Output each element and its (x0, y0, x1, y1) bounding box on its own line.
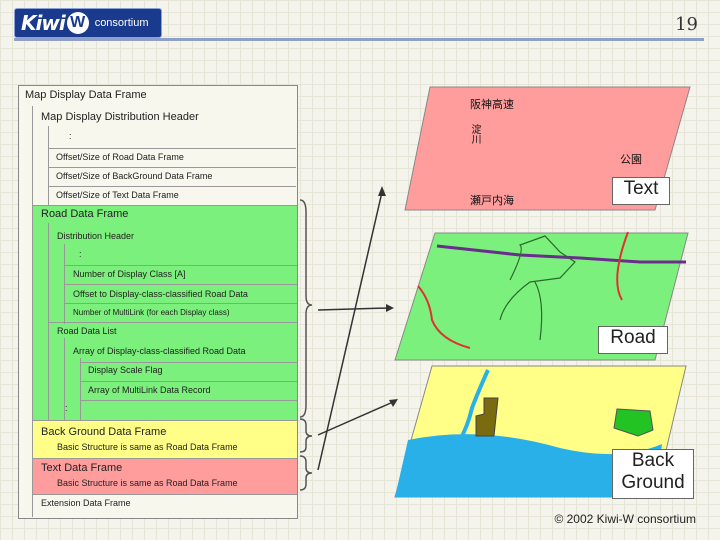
divider (48, 148, 296, 149)
logo-kiwi-text: Kiwi (21, 11, 66, 35)
text-layer-label: Text (612, 177, 670, 205)
road-data-frame (33, 205, 297, 420)
building-area (475, 397, 499, 437)
logo-consortium-text: consortium (94, 17, 149, 29)
text-frame-note: Basic Structure is same as Road Data Fra… (57, 478, 238, 488)
header-band (14, 38, 704, 41)
list-indent-line (64, 338, 65, 420)
highway-road (436, 244, 686, 264)
offset-background-label: Offset/Size of BackGround Data Frame (56, 171, 213, 181)
background-brace (299, 418, 313, 453)
divider (80, 362, 297, 363)
divider (33, 458, 297, 459)
header-ellipsis: : (69, 131, 72, 141)
park-label: 公園 (620, 154, 642, 166)
num-multilink-label: Number of MultiLink (for each Display cl… (73, 308, 230, 317)
arrow-background-layer (317, 401, 394, 436)
divider (48, 186, 296, 187)
road-indent-line (48, 223, 49, 420)
header-indent-line (48, 126, 49, 206)
divider (80, 381, 297, 382)
divider (33, 205, 297, 206)
red-road-2 (616, 231, 629, 301)
park-area (613, 408, 654, 437)
text-frame-title: Text Data Frame (41, 462, 123, 474)
road-data-list-label: Road Data List (57, 326, 117, 336)
scale-flag-label: Display Scale Flag (88, 365, 163, 375)
arrow-text-layer (317, 191, 383, 471)
arrow-road-layer (317, 307, 389, 311)
frame-title: Map Display Data Frame (25, 89, 147, 101)
divider (48, 167, 296, 168)
text-brace (299, 455, 313, 491)
arrow-road-head (386, 304, 394, 312)
divider (64, 265, 297, 266)
divider (64, 303, 297, 304)
offset-classified-label: Offset to Display-class-classified Road … (73, 289, 248, 299)
copyright-notice: © 2002 Kiwi-W consortium (554, 512, 696, 526)
arrow-text-head (378, 186, 386, 196)
road-frame-title: Road Data Frame (41, 208, 129, 220)
river-label: 淀川 (469, 124, 480, 144)
local-road (499, 235, 576, 321)
road-brace (299, 199, 313, 418)
arrow-background-head (389, 399, 398, 407)
background-frame-note: Basic Structure is same as Road Data Fra… (57, 442, 238, 452)
distribution-header-label: Map Display Distribution Header (41, 111, 199, 123)
divider (48, 322, 297, 323)
map-display-data-frame: Map Display Data Frame Map Display Distr… (18, 85, 298, 519)
offset-text-label: Offset/Size of Text Data Frame (56, 190, 179, 200)
road-ellipsis: : (65, 403, 68, 413)
divider (33, 420, 297, 421)
array-multilink-label: Array of MultiLink Data Record (88, 385, 211, 395)
offset-road-label: Offset/Size of Road Data Frame (56, 152, 184, 162)
background-layer-label: Back Ground (612, 449, 694, 499)
divider (64, 284, 297, 285)
array-classified-label: Array of Display-class-classified Road D… (73, 346, 246, 356)
hanshin-label: 阪神高速 (470, 99, 514, 111)
river-area (456, 369, 490, 445)
divider (33, 494, 297, 495)
array-indent-line (80, 358, 81, 420)
sea-area (395, 434, 662, 497)
local-road-2 (534, 281, 543, 341)
text-data-frame (33, 458, 297, 494)
road-distribution-header: Distribution Header (57, 231, 135, 241)
num-display-class-label: Number of Display Class [A] (73, 269, 186, 279)
road-layer-label: Road (598, 326, 668, 354)
logo-w-badge: W (66, 12, 89, 34)
kiwi-w-logo: Kiwi W consortium (14, 8, 162, 38)
extension-frame-label: Extension Data Frame (41, 498, 131, 508)
frame-indent-line (32, 106, 33, 517)
background-frame-title: Back Ground Data Frame (41, 426, 167, 438)
background-data-frame (33, 420, 297, 458)
page-number: 19 (675, 14, 698, 35)
setonaikai-label: 瀬戸内海 (470, 195, 514, 207)
divider (80, 400, 297, 401)
road-header-ellipsis: : (79, 249, 82, 259)
red-road-1 (417, 285, 471, 349)
